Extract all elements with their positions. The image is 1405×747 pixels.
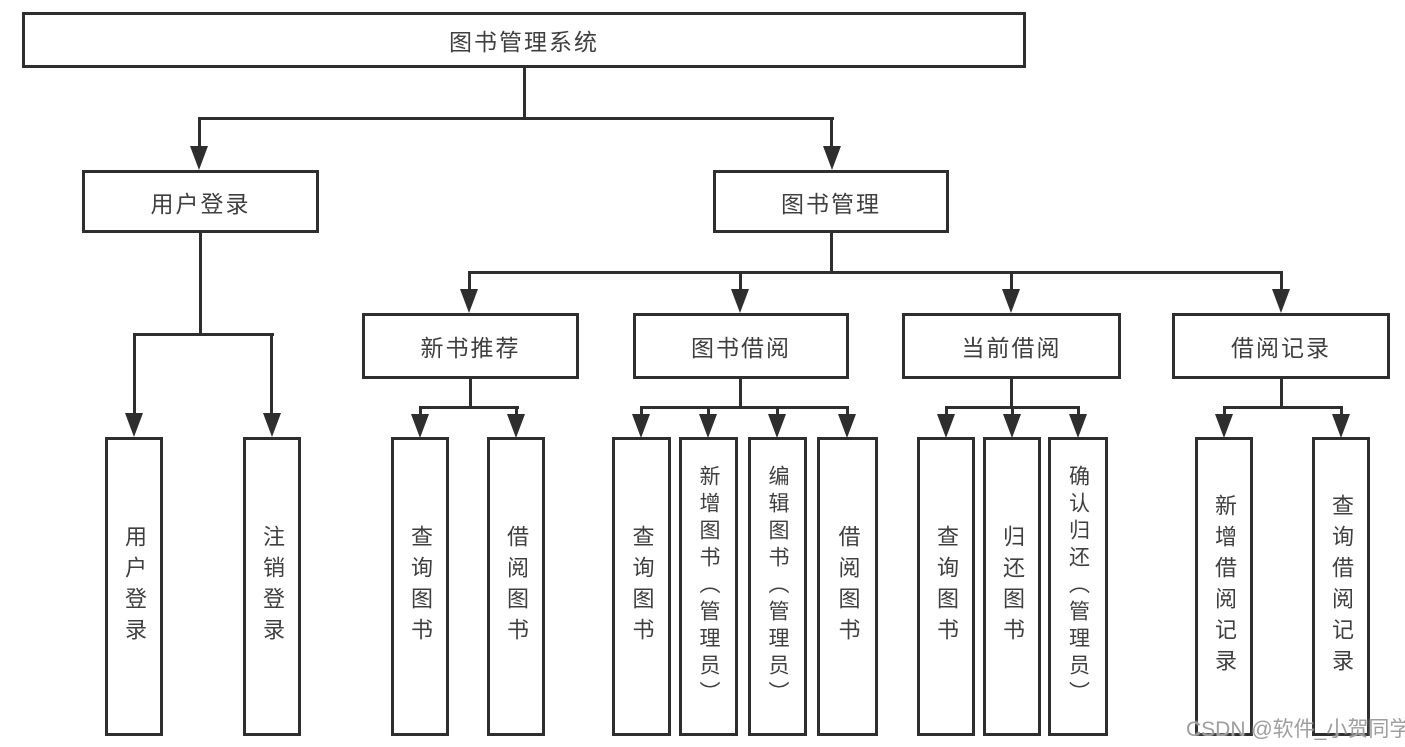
connector-br-rail [1223,406,1342,409]
leaf-cb-return-books-label: 归还图书 [1000,524,1025,649]
leaf-bb-borrow-books-label: 借阅图书 [835,524,861,649]
connector-root-stem [523,66,526,119]
connector-bookmgmt-stem [830,231,833,274]
leaf-bb-query-books-label: 查询图书 [629,524,655,649]
leaf-user-login-label: 用户登录 [122,524,147,649]
connector-cb-drop-2 [1011,406,1014,416]
leaf-cb-confirm-return-admin: 确认归还（管理员） [1048,437,1108,736]
leaf-bb-edit-books-admin-label: 编辑图书（管理员） [766,465,789,708]
node-new-book-recommend-label: 新书推荐 [420,335,521,361]
connector-bookmgmt-drop-4 [1280,271,1283,293]
arrowhead-br-query [1332,414,1350,438]
connector-root-rail [198,117,834,120]
node-user-login-label: 用户登录 [150,190,251,217]
leaf-bb-borrow-books: 借阅图书 [817,437,878,736]
connector-bb-rail [640,406,848,409]
node-book-borrow-label: 图书借阅 [691,335,791,361]
arrowhead-book-management [823,146,841,170]
connector-bb-drop-2 [707,406,710,416]
connector-bb-stem [739,377,742,409]
leaf-nbr-borrow-books: 借阅图书 [487,437,545,736]
arrowhead-leaf-logout [263,413,281,437]
leaf-bb-query-books: 查询图书 [612,437,671,736]
connector-userlogin-rail [133,333,274,336]
leaf-bb-add-books-admin: 新增图书（管理员） [679,437,738,736]
leaf-br-add-record: 新增借阅记录 [1195,437,1253,736]
connector-nbr-drop-2 [515,406,518,416]
arrowhead-new-book-recommend [460,289,478,313]
leaf-nbr-query-books-label: 查询图书 [408,524,433,649]
arrowhead-nbr-query [411,414,429,438]
leaf-logout: 注销登录 [243,437,301,736]
connector-bookmgmt-drop-1 [468,271,471,293]
arrowhead-leaf-user-login [125,413,143,437]
arrowhead-bb-add [699,414,717,438]
connector-root-drop-left [198,117,201,149]
connector-cb-drop-1 [945,406,948,416]
leaf-user-login: 用户登录 [105,437,163,736]
leaf-bb-edit-books-admin: 编辑图书（管理员） [748,437,807,736]
connector-nbr-drop-1 [419,406,422,416]
csdn-watermark: CSDN @软件_小贺同学 [1186,718,1405,741]
connector-userlogin-drop-1 [133,333,136,415]
connector-userlogin-stem [199,231,202,335]
node-current-borrow: 当前借阅 [902,313,1121,379]
node-user-login: 用户登录 [82,170,319,233]
connector-root-drop-right [830,117,833,149]
leaf-br-query-record: 查询借阅记录 [1312,437,1370,736]
leaf-br-query-record-label: 查询借阅记录 [1329,493,1354,680]
leaf-logout-label: 注销登录 [260,524,285,649]
leaf-bb-add-books-admin-label: 新增图书（管理员） [697,465,720,708]
leaf-nbr-query-books: 查询图书 [391,437,449,736]
arrowhead-bb-edit [768,414,786,438]
arrowhead-book-borrow [731,289,749,313]
connector-br-drop-1 [1223,406,1226,416]
leaf-nbr-borrow-books-label: 借阅图书 [504,524,529,649]
connector-bb-drop-3 [776,406,779,416]
leaf-cb-return-books: 归还图书 [983,437,1041,736]
node-new-book-recommend: 新书推荐 [362,313,579,379]
leaf-cb-query-books: 查询图书 [917,437,975,736]
node-book-management-label: 图书管理 [781,190,881,217]
leaf-br-add-record-label: 新增借阅记录 [1212,493,1237,680]
connector-userlogin-drop-2 [270,333,273,415]
node-book-borrow: 图书借阅 [633,313,849,379]
arrowhead-bb-borrow [838,414,856,438]
leaf-cb-confirm-return-admin-label: 确认归还（管理员） [1066,465,1090,708]
node-borrow-records: 借阅记录 [1172,313,1390,379]
arrowhead-borrow-records [1272,289,1290,313]
connector-bookmgmt-rail [468,271,1283,274]
arrowhead-cb-return [1003,414,1021,438]
leaf-cb-query-books-label: 查询图书 [934,524,959,649]
connector-bb-drop-4 [846,406,849,416]
connector-cb-stem [1010,377,1013,409]
arrowhead-nbr-borrow [507,414,525,438]
node-borrow-records-label: 借阅记录 [1231,335,1331,361]
connector-nbr-rail [419,406,519,409]
node-book-management: 图书管理 [713,170,949,233]
arrowhead-cb-confirm [1069,414,1087,438]
arrowhead-bb-query [632,414,650,438]
connector-bb-drop-1 [640,406,643,416]
connector-br-stem [1280,377,1283,409]
connector-cb-drop-3 [1077,406,1080,416]
node-root-label: 图书管理系统 [449,29,599,55]
node-root: 图书管理系统 [22,12,1026,68]
node-current-borrow-label: 当前借阅 [961,335,1062,361]
arrowhead-user-login [190,146,208,170]
connector-nbr-stem [469,377,472,409]
arrowhead-current-borrow [1002,289,1020,313]
arrowhead-cb-query [937,414,955,438]
connector-br-drop-2 [1340,406,1343,416]
connector-bookmgmt-drop-2 [739,271,742,293]
connector-bookmgmt-drop-3 [1010,271,1013,293]
arrowhead-br-add [1215,414,1233,438]
